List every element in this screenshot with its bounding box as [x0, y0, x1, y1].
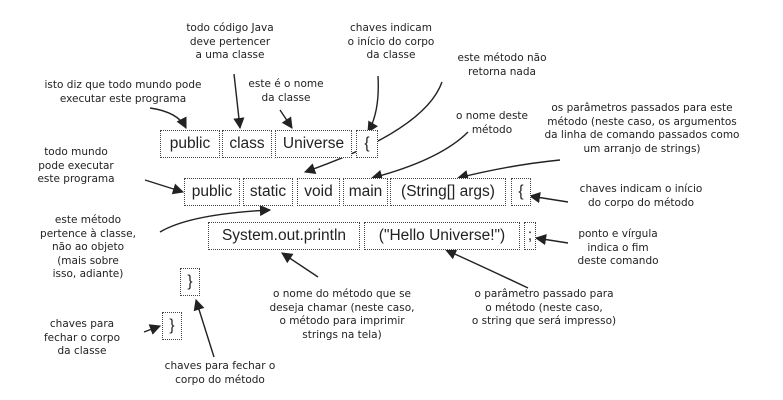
arrow-println [281, 252, 319, 278]
note-close-class: chaves para fechar o corpo da classe [43, 318, 121, 357]
arrow-class-name [279, 109, 293, 129]
arrow-void [303, 81, 443, 174]
arrow-hello [444, 249, 529, 289]
arrow-method-brace [528, 192, 569, 204]
arrow-close-class [143, 324, 162, 335]
arrow-static [159, 204, 272, 233]
token-public-method: public [184, 178, 240, 206]
note-println: o nome do método que se deseja chamar (n… [269, 288, 415, 341]
token-semicolon: ; [524, 222, 536, 250]
note-params: os parâmetros passados para este método … [544, 102, 740, 155]
token-universe: Universe [275, 130, 352, 158]
note-static: este método pertence à classe, não ao ob… [40, 214, 136, 280]
arrow-public-class [149, 107, 187, 130]
token-println: System.out.println [208, 222, 360, 250]
arrow-close-method [193, 298, 215, 358]
arrow-java-class [233, 73, 245, 130]
token-static: static [243, 178, 293, 206]
arrow-method-name [370, 131, 469, 181]
note-method-brace: chaves indicam o início do corpo do méto… [579, 183, 703, 209]
note-void: este método não retorna nada [457, 52, 547, 78]
arrow-semicolon [534, 234, 569, 246]
token-brace-close-method: } [180, 268, 200, 296]
note-class-name: este é o nome da classe [248, 78, 324, 104]
token-hello: ("Hello Universe!") [364, 222, 520, 250]
token-class: class [222, 130, 272, 158]
token-main: main [343, 178, 388, 206]
token-brace-open-class: { [356, 130, 378, 158]
token-public-class: public [160, 130, 220, 158]
arrow-params [456, 159, 561, 181]
token-void: void [297, 178, 340, 206]
note-semicolon: ponto e vírgula indica o fim deste coman… [577, 228, 659, 267]
token-args: (String[] args) [390, 178, 506, 206]
note-close-method: chaves para fechar o corpo do método [164, 360, 276, 386]
note-public-method: todo mundo pode executar este programa [37, 146, 115, 185]
note-public-class: isto diz que todo mundo pode executar es… [44, 79, 202, 105]
token-brace-close-class: } [162, 312, 182, 340]
note-hello: o parâmetro passado para o método (neste… [471, 288, 617, 327]
note-method-name: o nome deste método [455, 110, 529, 136]
arrow-class-brace [367, 75, 379, 133]
note-java-class: todo código Java deve pertencer a uma cl… [186, 22, 274, 61]
token-brace-open-method: { [511, 178, 531, 206]
arrow-public-method [144, 179, 185, 195]
note-class-brace: chaves indicam o início do corpo da clas… [347, 22, 435, 61]
